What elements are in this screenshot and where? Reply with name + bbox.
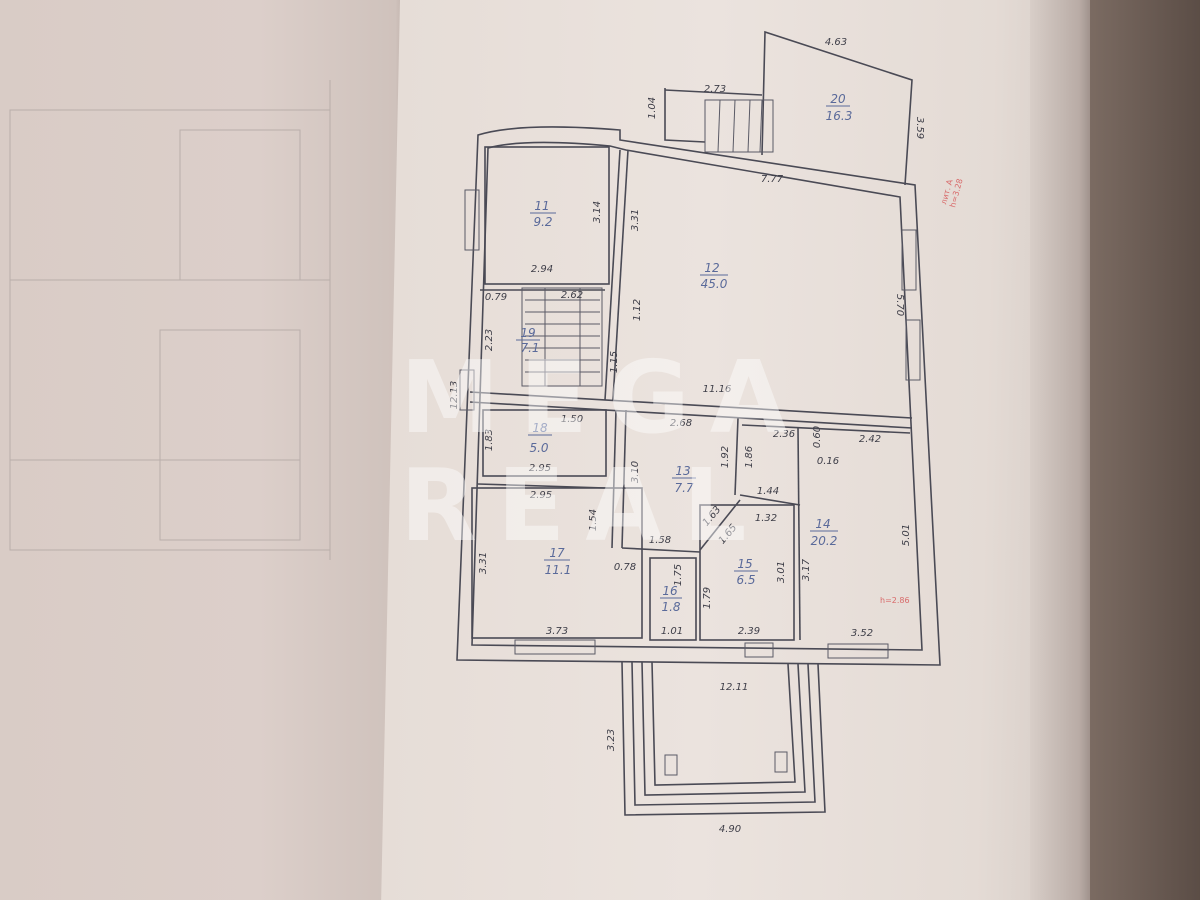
room-16-area: 1.8 xyxy=(661,600,680,614)
watermark: MEGA REAL xyxy=(400,339,807,564)
room-14-height: h=2.86 xyxy=(880,596,910,605)
dim-label: 3.23 xyxy=(606,729,617,751)
dim-label: 3.14 xyxy=(592,201,603,223)
room-13-area: 7.7 xyxy=(674,481,693,495)
room-17-area: 11.1 xyxy=(545,563,572,577)
room-17-num: 17 xyxy=(549,546,565,560)
dim-label: 0.60 xyxy=(812,426,823,448)
dim-label: 0.78 xyxy=(614,562,636,573)
dim-label: 2.36 xyxy=(773,429,795,440)
dim-label: 2.68 xyxy=(670,418,692,429)
room-11-area: 9.2 xyxy=(533,215,552,229)
room-20-annex xyxy=(664,30,913,186)
room-20-num: 20 xyxy=(830,92,846,106)
dim-label: 3.52 xyxy=(851,628,873,639)
room-labels: 11 9.2 12 45.0 13 7.7 14 20.2 15 6.5 16 … xyxy=(516,92,852,614)
dim-label: 5.70 xyxy=(894,294,905,316)
dim-label: 12.11 xyxy=(720,682,749,693)
left-page xyxy=(0,0,430,900)
room-20-area: 16.3 xyxy=(826,109,853,123)
dim-label: 12.13 xyxy=(449,381,460,410)
room-19-area: 7.1 xyxy=(520,341,539,355)
room-12-num: 12 xyxy=(704,261,719,275)
dim-label: 11.16 xyxy=(703,384,732,395)
dim-label: 1.12 xyxy=(632,299,643,321)
staircase xyxy=(521,287,603,387)
dim-label: 3.01 xyxy=(776,561,787,583)
dim-label: 7.77 xyxy=(761,174,784,185)
dim-label: 3.31 xyxy=(630,209,641,231)
dim-label: 1.44 xyxy=(757,486,779,497)
interior-walls xyxy=(469,146,913,641)
dim-label: 2.42 xyxy=(859,434,881,445)
dim-label: 1.50 xyxy=(561,414,583,425)
dim-label: 2.95 xyxy=(530,490,552,501)
table-surface xyxy=(1090,0,1200,900)
room-19-num: 19 xyxy=(520,326,535,340)
dim-label: 4.63 xyxy=(825,37,847,48)
watermark-line-1: MEGA xyxy=(400,339,807,456)
windows xyxy=(459,189,921,659)
page-edge xyxy=(1030,0,1100,900)
dim-label: 2.39 xyxy=(738,626,760,637)
dim-label: 1.04 xyxy=(647,97,658,119)
dim-label: 2.23 xyxy=(484,329,495,351)
dim-label: 3.31 xyxy=(478,552,489,574)
room-14-area: 20.2 xyxy=(811,534,838,548)
dim-label: 1.01 xyxy=(661,626,683,637)
room-15-num: 15 xyxy=(737,557,752,571)
faded-left-plan xyxy=(9,80,331,560)
dim-label: 1.83 xyxy=(484,429,495,451)
room-11-num: 11 xyxy=(534,199,549,213)
dim-label: 0.16 xyxy=(817,456,839,467)
dim-label: 2.73 xyxy=(704,84,726,95)
dim-label: 2.94 xyxy=(531,264,553,275)
dim-label: 5.01 xyxy=(901,524,912,546)
outer-wall xyxy=(456,126,941,666)
dim-label: 3.73 xyxy=(546,626,568,637)
red-annotations: лит. А h=3.28 h=2.86 xyxy=(880,178,965,605)
dim-label: 1.15 xyxy=(609,351,620,373)
dim-label: 0.79 xyxy=(485,292,507,303)
dim-label: 2.95 xyxy=(529,463,551,474)
dim-label: 1.86 xyxy=(744,446,755,468)
dim-label: 1.32 xyxy=(755,513,777,524)
porch xyxy=(621,661,826,816)
dim-label: 1.54 xyxy=(588,509,599,531)
room-18-area: 5.0 xyxy=(529,441,548,455)
dim-label: 3.17 xyxy=(801,558,812,581)
room-14-num: 14 xyxy=(815,517,830,531)
room-15-area: 6.5 xyxy=(736,573,755,587)
dim-label: 3.10 xyxy=(630,461,641,483)
dim-label: 1.79 xyxy=(702,587,713,609)
dim-label: 4.90 xyxy=(719,824,741,835)
dim-label: 1.75 xyxy=(673,564,684,586)
dim-label: 3.59 xyxy=(914,117,925,139)
dim-label: 1.58 xyxy=(649,535,671,546)
room-18-num: 18 xyxy=(532,421,548,435)
watermark-line-2: REAL xyxy=(400,447,766,564)
room-16-num: 16 xyxy=(662,584,678,598)
dim-label: 1.92 xyxy=(720,446,731,468)
dim-label: 2.62 xyxy=(561,290,583,301)
room-12-area: 45.0 xyxy=(701,277,728,291)
room-13-num: 13 xyxy=(675,464,690,478)
